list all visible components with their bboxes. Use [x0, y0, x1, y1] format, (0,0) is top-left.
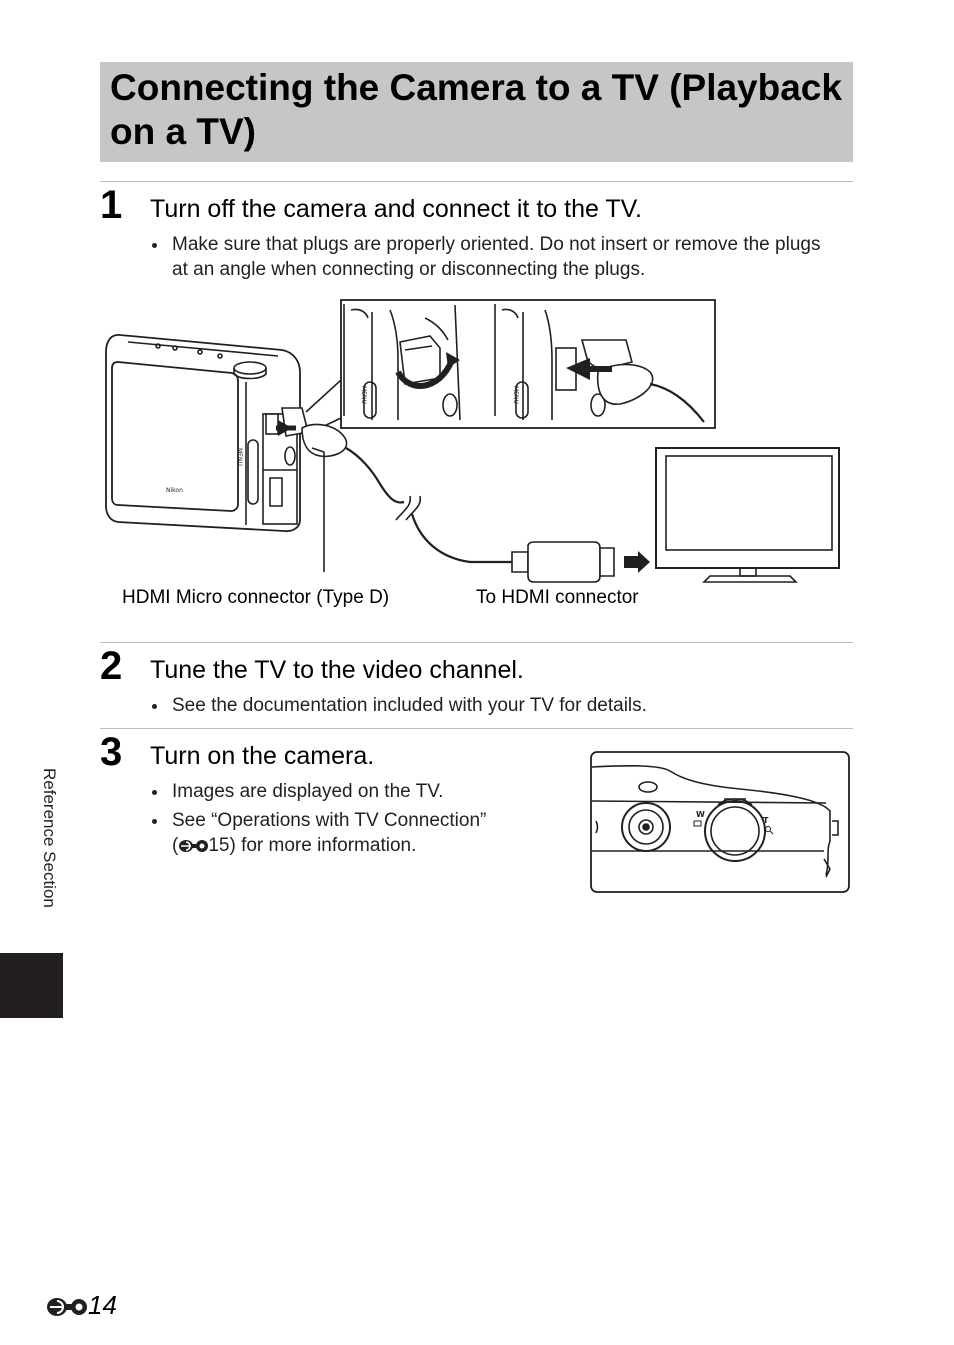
bullet-item: See “Operations with TV Connection”(15) …	[150, 808, 550, 858]
side-section-label: Reference Section	[40, 768, 59, 908]
page-title: Connecting the Camera to a TV (Playback …	[110, 67, 842, 152]
camera-menu-label: MENU	[236, 448, 243, 466]
step-heading-3: Turn on the camera.	[150, 742, 375, 770]
reference-e-icon	[47, 1298, 87, 1316]
inset-menu-label-right: MENU	[512, 386, 519, 404]
bullet-item: See the documentation included with your…	[150, 693, 830, 718]
label-to-hdmi-connector: To HDMI connector	[476, 587, 639, 608]
step-2-bullets: See the documentation included with your…	[150, 693, 830, 722]
step-1-bullets: Make sure that plugs are properly orient…	[150, 232, 830, 286]
label-hdmi-micro-connector: HDMI Micro connector (Type D)	[122, 587, 390, 608]
connection-diagram: MENU MENU MENU Nikon	[105, 299, 840, 583]
side-section-tab	[0, 953, 63, 1018]
camera-brand-label: Nikon	[166, 487, 183, 494]
bullet-continuation-close: 15) for more information.	[208, 835, 417, 856]
bullet-continuation-open: (	[172, 835, 179, 856]
bullet-item: Make sure that plugs are properly orient…	[150, 232, 830, 282]
zoom-tele-label: T	[763, 816, 769, 825]
page-number-value: 14	[88, 1290, 117, 1320]
reference-e-icon	[179, 840, 209, 852]
step-heading-1: Turn off the camera and connect it to th…	[150, 195, 642, 223]
step-divider	[100, 642, 853, 643]
bullet-item: Images are displayed on the TV.	[150, 779, 550, 804]
zoom-wide-label: W	[696, 810, 705, 819]
step-divider	[100, 181, 853, 182]
step-number-1: 1	[100, 183, 123, 227]
title-band: Connecting the Camera to a TV (Playback …	[100, 62, 853, 162]
inset-menu-label-left: MENU	[360, 386, 367, 404]
step-3-bullets: Images are displayed on the TV. See “Ope…	[150, 779, 550, 862]
step-heading-2: Tune the TV to the video channel.	[150, 656, 524, 684]
page-number: 14	[46, 1290, 117, 1320]
step-divider	[100, 728, 853, 729]
step-number-2: 2	[100, 644, 123, 688]
step-number-3: 3	[100, 730, 123, 774]
camera-power-illustration: W T	[590, 751, 850, 893]
